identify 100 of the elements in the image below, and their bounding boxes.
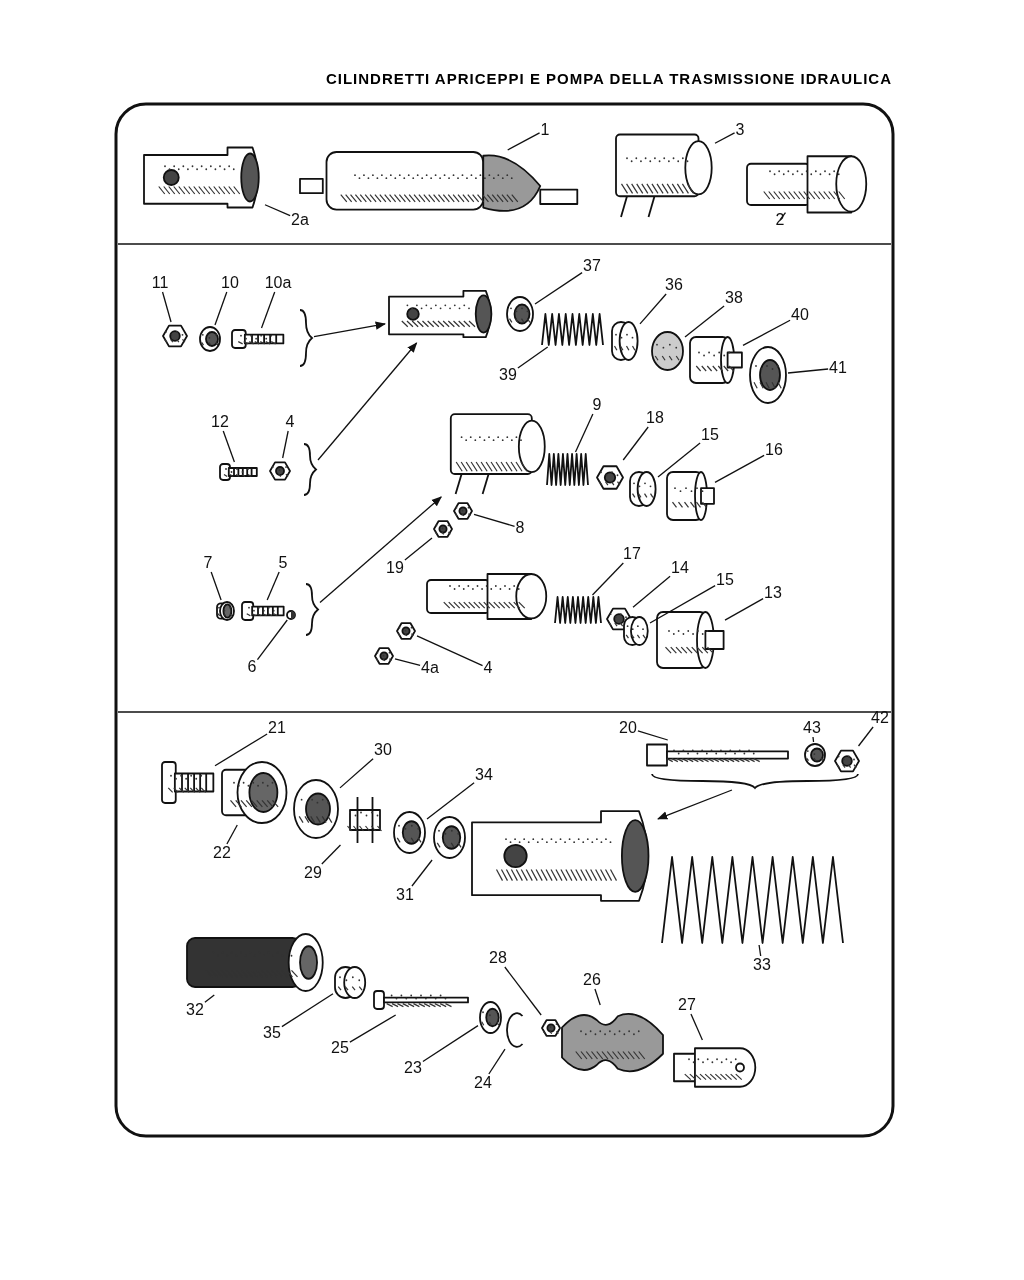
callout-number: 11	[150, 274, 170, 292]
callout-number: 8	[514, 519, 526, 537]
callout-number: 4a	[420, 659, 440, 677]
spring-drawing	[545, 452, 590, 487]
ring-drawing	[610, 320, 640, 362]
leader-line	[266, 571, 280, 601]
callout-number: 13	[763, 584, 783, 602]
callout-number: 17	[622, 545, 642, 563]
callout-number: 7	[202, 554, 214, 572]
hex-nut-drawing	[432, 517, 454, 541]
leader-line	[637, 730, 669, 741]
curly-brace	[302, 442, 318, 497]
callout-number: 6	[246, 658, 258, 676]
arrow	[319, 496, 442, 604]
arrow	[657, 789, 733, 820]
leader-line	[161, 291, 172, 323]
callout-number: 21	[267, 719, 287, 737]
leader-line	[857, 726, 874, 747]
callout-number: 33	[752, 956, 772, 974]
leader-line	[622, 426, 649, 461]
washer-drawing	[748, 345, 788, 405]
leader-line	[411, 859, 433, 887]
spring-drawing	[660, 855, 845, 945]
leader-line	[787, 368, 829, 374]
leader-line	[404, 537, 433, 561]
leader-line	[684, 305, 725, 338]
ring-drawing	[628, 470, 658, 508]
washer-drawing	[803, 742, 827, 768]
callout-number: 20	[618, 719, 638, 737]
callout-number: 10a	[263, 274, 293, 292]
hex-nut-drawing	[395, 620, 417, 642]
leader-line	[742, 319, 791, 346]
disc-drawing	[650, 330, 685, 372]
curly-brace	[298, 308, 314, 368]
spring-drawing	[540, 312, 605, 347]
callout-number: 25	[330, 1039, 350, 1057]
callout-number: 37	[582, 257, 602, 275]
leader-line	[534, 271, 583, 305]
leader-line	[349, 1014, 397, 1043]
screw-drawing	[230, 328, 285, 350]
leader-line	[256, 619, 288, 661]
leader-line	[264, 204, 291, 217]
leader-line	[226, 824, 238, 845]
washer-drawing	[478, 1000, 503, 1035]
callout-number: 5	[277, 554, 289, 572]
screw-drawing	[160, 760, 215, 805]
washer-drawing	[292, 778, 340, 840]
callout-number: 14	[670, 559, 690, 577]
callout-number: 42	[870, 709, 890, 727]
leader-line	[214, 291, 228, 326]
hex-nut-drawing	[268, 458, 292, 484]
title: CILINDRETTI APRICEPPI E POMPA DELLA TRASMISSIONE IDRAULICA	[325, 70, 892, 87]
callout-number: 27	[677, 996, 697, 1014]
screw-drawing	[240, 600, 285, 622]
leader-line	[507, 132, 541, 151]
callout-number: 38	[724, 289, 744, 307]
callout-number: 30	[373, 741, 393, 759]
curly-brace	[304, 582, 320, 637]
piston-drawing	[655, 610, 725, 670]
callout-number: 22	[212, 844, 232, 862]
leader-line	[426, 782, 475, 820]
hex-nut-drawing	[373, 645, 395, 667]
leader-line	[422, 1025, 479, 1063]
plug-drawing	[215, 600, 235, 622]
callout-number: 31	[395, 886, 415, 904]
leader-line	[758, 944, 762, 957]
callout-number: 36	[664, 276, 684, 294]
leader-line	[321, 844, 342, 865]
callout-number: 16	[764, 441, 784, 459]
washer-drawing	[198, 325, 222, 353]
leader-line	[812, 736, 815, 743]
leader-line	[214, 733, 268, 767]
leader-line	[204, 994, 215, 1003]
leader-line	[690, 1013, 704, 1041]
callout-number: 10	[220, 274, 240, 292]
leader-line	[282, 430, 289, 459]
washer-drawing	[432, 815, 467, 860]
callout-number: 26	[582, 971, 602, 989]
washer-drawing	[505, 295, 535, 333]
curly-brace	[650, 772, 860, 790]
leader-line	[339, 758, 374, 789]
leader-line	[281, 993, 334, 1028]
screw-drawing	[218, 462, 258, 482]
spring-drawing	[553, 595, 603, 625]
callout-number: 12	[210, 413, 230, 431]
callout-number: 24	[473, 1074, 493, 1092]
leader-line	[639, 293, 667, 325]
callout-number: 23	[403, 1059, 423, 1077]
callout-number: 19	[385, 559, 405, 577]
leader-line	[649, 585, 716, 624]
callout-number: 29	[303, 864, 323, 882]
callout-number: 40	[790, 306, 810, 324]
leader-line	[574, 413, 594, 453]
leader-line	[416, 635, 484, 667]
piston-drawing	[665, 470, 715, 522]
callout-number: 28	[488, 949, 508, 967]
leader-line	[210, 571, 222, 601]
leader-line	[504, 966, 542, 1016]
callout-number: 1	[539, 121, 551, 139]
leader-line	[260, 291, 276, 329]
